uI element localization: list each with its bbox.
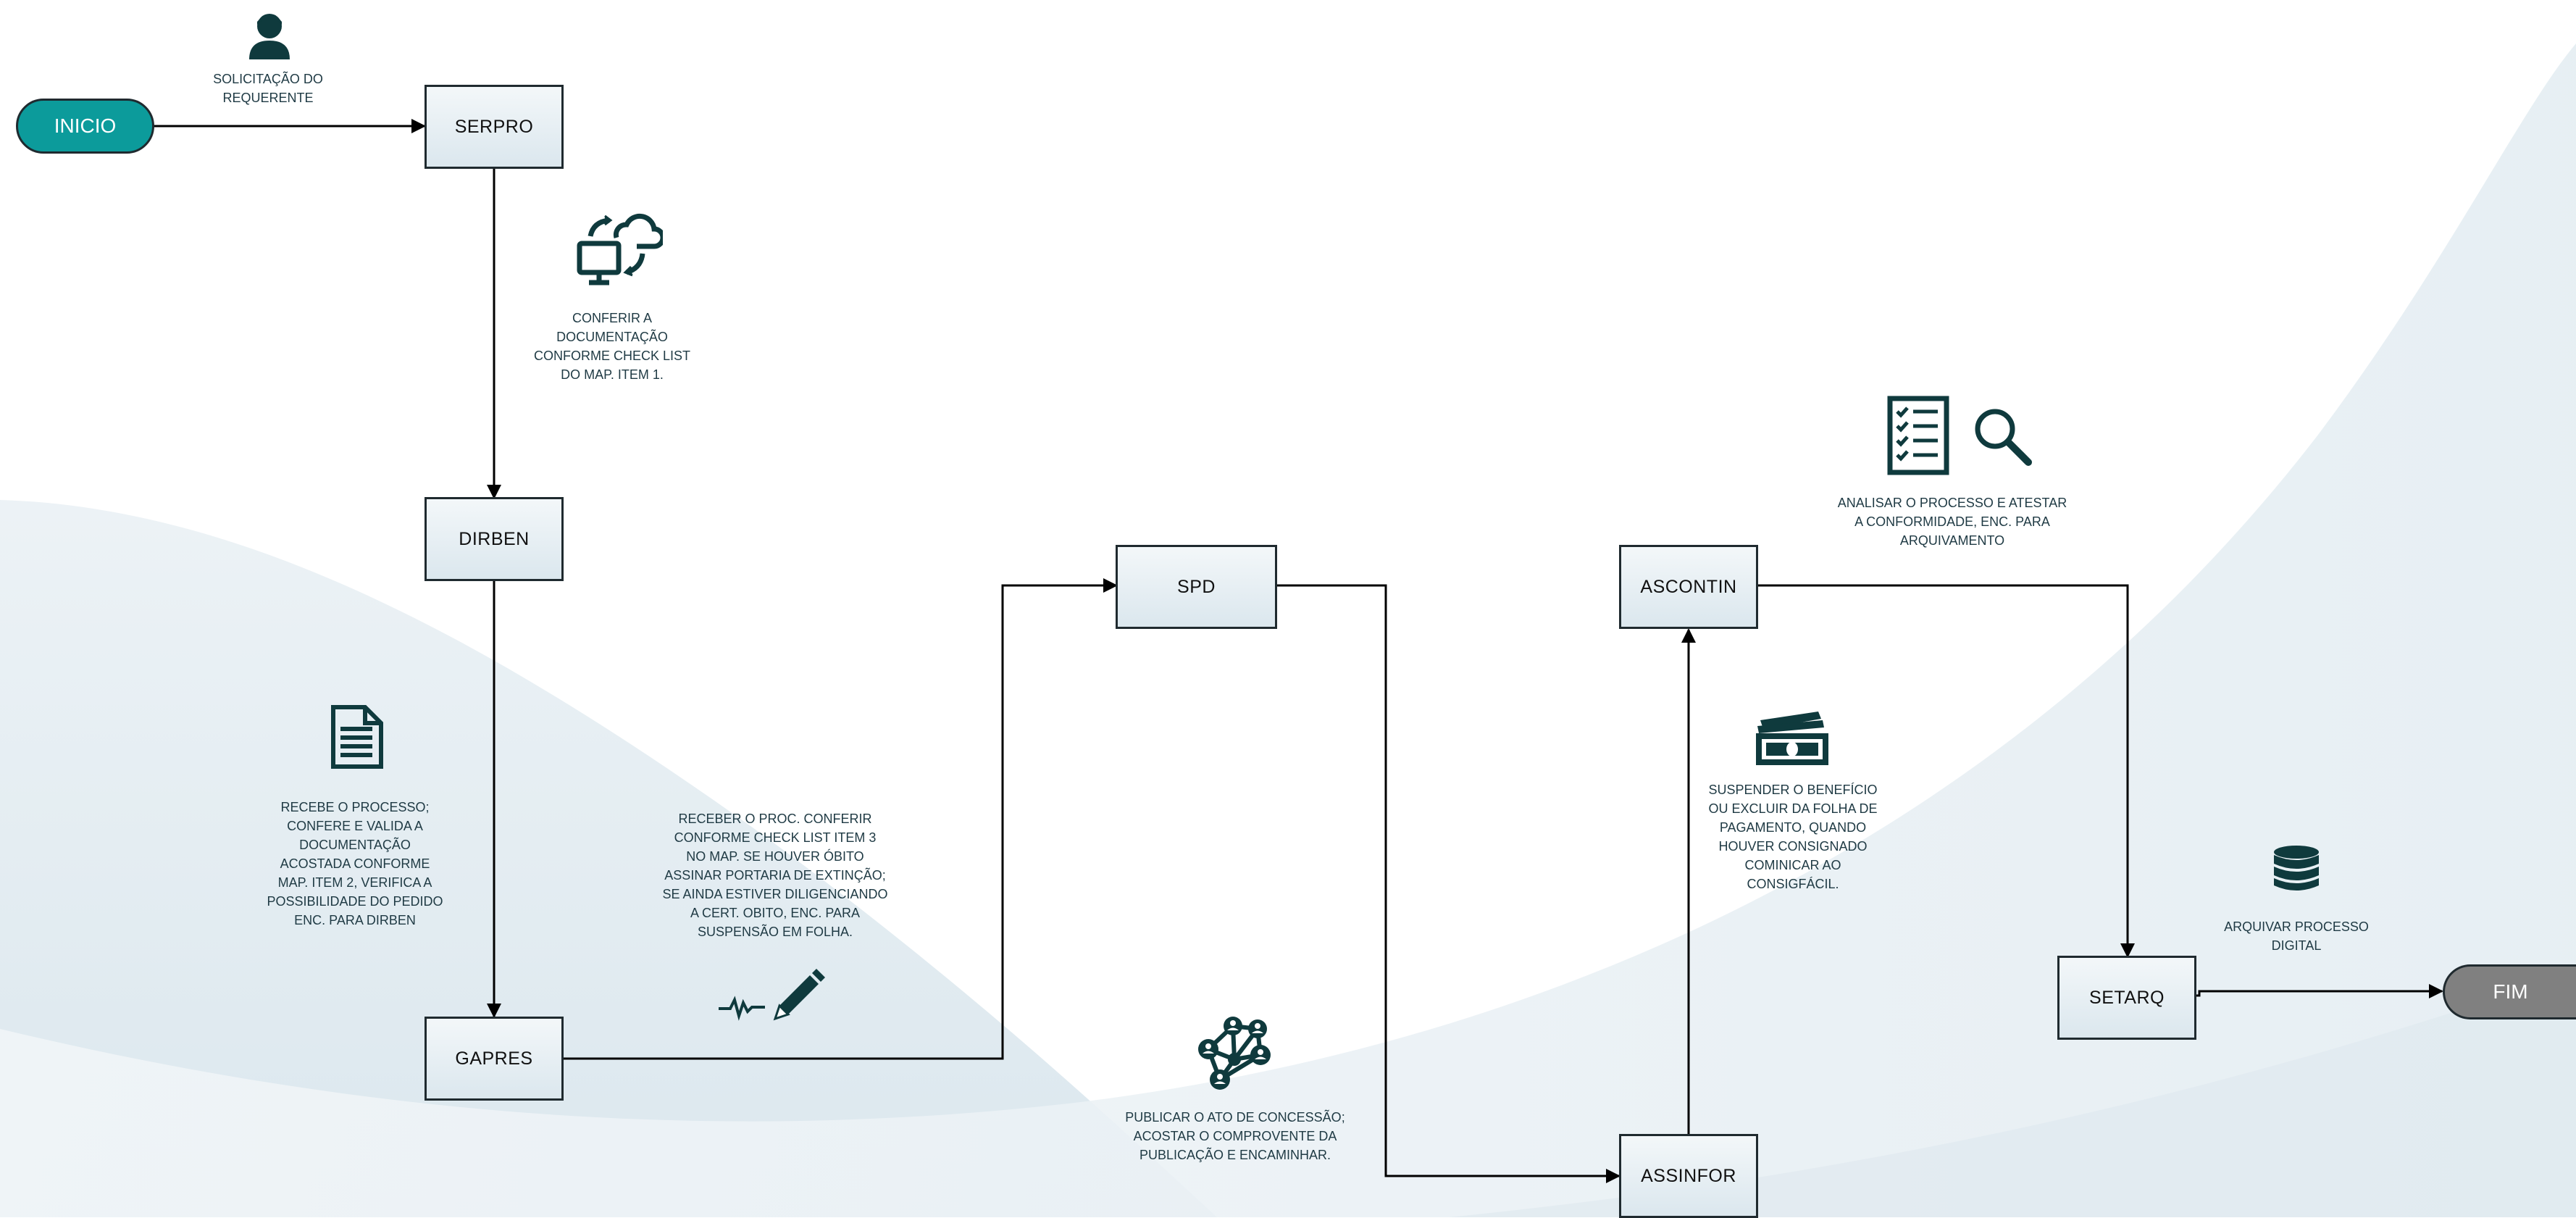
end-terminal[interactable]: FIM <box>2443 964 2576 1019</box>
start-terminal[interactable]: INICIO <box>16 99 154 154</box>
note-recebe: RECEBE O PROCESSO; CONFERE E VALIDA A DO… <box>267 800 443 927</box>
user-icon <box>246 9 293 59</box>
money-icon <box>1753 710 1831 767</box>
document-icon <box>330 704 384 769</box>
node-serpro[interactable]: SERPRO <box>425 85 564 169</box>
checklist-icon <box>1887 396 1949 475</box>
database-icon <box>2272 845 2320 893</box>
node-assinfor[interactable]: ASSINFOR <box>1619 1134 1758 1218</box>
search-icon <box>1972 406 2033 467</box>
node-spd[interactable]: SPD <box>1116 545 1277 629</box>
computer-cloud-sync-icon <box>576 209 663 290</box>
node-ascontin[interactable]: ASCONTIN <box>1619 545 1758 629</box>
node-setarq[interactable]: SETARQ <box>2057 956 2196 1040</box>
note-arquivar: ARQUIVAR PROCESSO DIGITAL <box>2224 919 2369 953</box>
signature-pen-icon <box>717 968 826 1026</box>
note-solicitacao: SOLICITAÇÃO DO REQUERENTE <box>213 72 323 105</box>
note-suspender: SUSPENDER O BENEFÍCIO OU EXCLUIR DA FOLH… <box>1708 783 1878 891</box>
node-gapres[interactable]: GAPRES <box>425 1017 564 1101</box>
note-analisar: ANALISAR O PROCESSO E ATESTAR A CONFORMI… <box>1837 496 2067 548</box>
note-publicar: PUBLICAR O ATO DE CONCESSÃO; ACOSTAR O C… <box>1125 1110 1345 1162</box>
node-dirben[interactable]: DIRBEN <box>425 497 564 581</box>
note-conferir: CONFERIR A DOCUMENTAÇÃO CONFORME CHECK L… <box>533 311 691 382</box>
note-receber-proc: RECEBER O PROC. CONFERIR CONFORME CHECK … <box>662 812 888 939</box>
network-people-icon <box>1191 1014 1276 1093</box>
